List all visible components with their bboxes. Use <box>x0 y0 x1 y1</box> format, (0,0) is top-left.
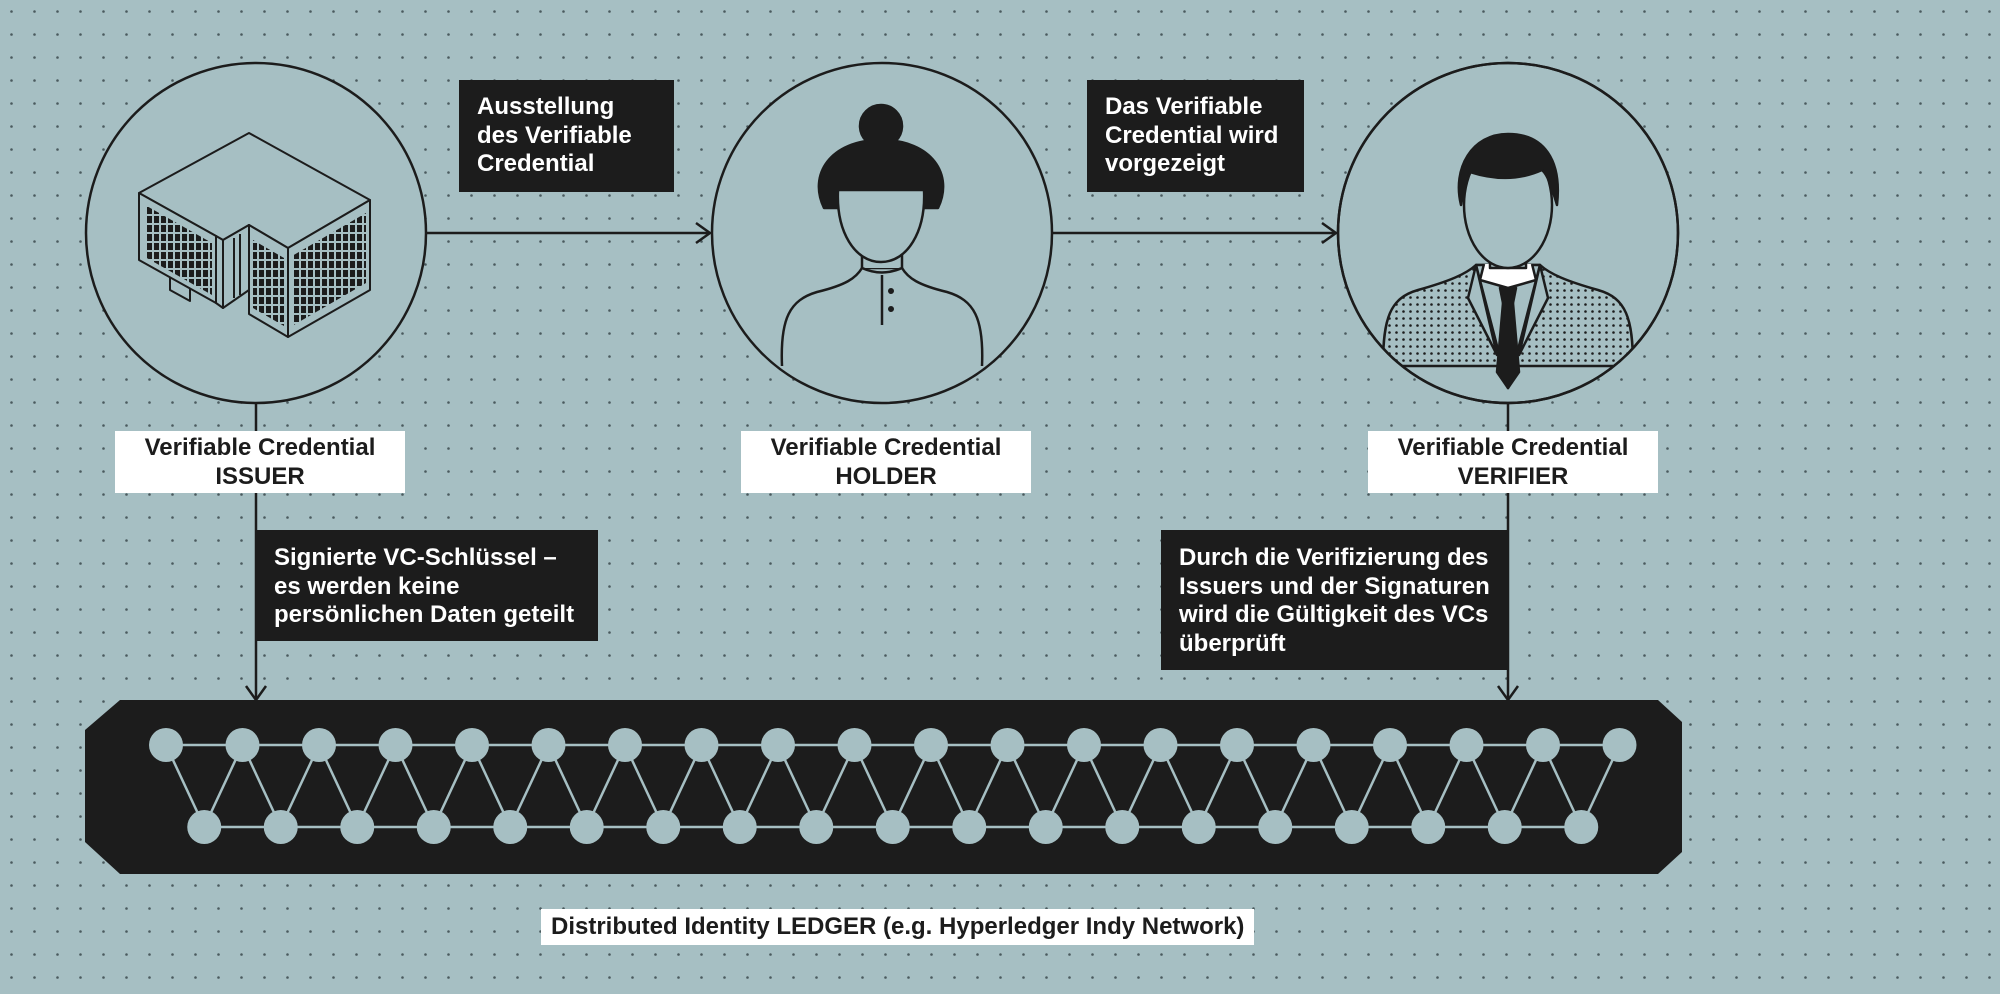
ledger-node-bottom <box>1564 810 1599 844</box>
ledger-label: Distributed Identity LEDGER (e.g. Hyperl… <box>541 909 1255 945</box>
verifier-ledger-note-line-1: Durch die Verifizierung des <box>1179 544 1489 571</box>
ledger-node-top <box>1449 728 1484 762</box>
ledger-node-bottom <box>952 810 987 844</box>
verifier-ledger-note-line-2: Issuers und der Signaturen <box>1179 572 1490 600</box>
ledger-node-top <box>608 728 642 762</box>
ledger-node-bottom <box>1028 810 1063 844</box>
presentation-note-line-2: Credential wird <box>1105 121 1279 149</box>
issuer-ledger-note: Signierte VC-Schlüssel – es werden keine… <box>256 530 598 641</box>
issuer-label-title: Verifiable Credential <box>144 434 376 461</box>
ledger-node-top <box>531 728 566 762</box>
ledger-node-bottom <box>263 810 298 844</box>
ledger-node-top <box>684 728 719 762</box>
holder-label-role: HOLDER <box>835 463 937 490</box>
ledger-node-bottom <box>493 810 528 844</box>
ledger-node-bottom <box>722 810 757 844</box>
ledger-node-top <box>761 728 795 762</box>
ledger-node-bottom <box>187 810 222 844</box>
ledger-node-top <box>1220 728 1254 762</box>
ledger-node-bottom <box>1334 810 1369 844</box>
ledger-node-bottom <box>799 810 834 844</box>
ledger-nodes <box>149 728 1637 844</box>
ledger-node-bottom <box>1258 810 1293 844</box>
presentation-note-line-1: Das Verifiable <box>1105 93 1263 120</box>
ledger-node-top <box>455 728 489 762</box>
ledger-node-top <box>1067 728 1101 762</box>
issuer-holder-arrowhead <box>695 221 713 245</box>
holder-verifier-arrowhead <box>1321 221 1339 245</box>
ledger-node-top <box>149 728 183 762</box>
holder-node <box>710 61 1054 405</box>
issuer-ledger-note-line-3: persönlichen Daten geteilt <box>274 601 575 628</box>
ledger-node-top <box>837 728 872 762</box>
ledger-node-top <box>302 728 336 762</box>
verifier-label: Verifiable Credential VERIFIER <box>1368 431 1658 493</box>
issuer-ledger-note-line-1: Signierte VC-Schlüssel – <box>274 544 557 571</box>
presentation-note-line-3: vorgezeigt <box>1105 150 1226 177</box>
ledger-network <box>85 700 1682 874</box>
ledger-node-top <box>1373 728 1407 762</box>
businessman-avatar-icon <box>1381 132 1635 390</box>
issuance-note-line-2: des Verifiable <box>477 121 632 149</box>
ledger-node-bottom <box>416 810 451 844</box>
ledger-node-top <box>1526 728 1560 762</box>
issuance-note-line-3: Credential <box>477 150 595 177</box>
ledger-node-top <box>225 728 260 762</box>
verifier-ledger-note-line-3: wird die Gültigkeit des VCs <box>1179 601 1489 628</box>
verifier-label-role: VERIFIER <box>1457 463 1569 490</box>
presentation-note: Das Verifiable Credential wird vorgezeig… <box>1087 80 1304 192</box>
woman-avatar-icon <box>780 103 984 367</box>
issuer-node <box>84 61 428 405</box>
ledger-node-bottom <box>1105 810 1140 844</box>
issuer-ledger-note-line-2: es werden keine <box>274 572 460 600</box>
verifier-ledger-note: Durch die Verifizierung des Issuers und … <box>1161 530 1508 670</box>
ledger-node-bottom <box>1181 810 1216 844</box>
holder-label-title: Verifiable Credential <box>770 434 1002 461</box>
issuance-note-line-1: Ausstellung <box>477 93 615 120</box>
issuer-label-role: ISSUER <box>215 463 305 490</box>
verifier-ledger-note-line-4: überprüft <box>1179 629 1286 657</box>
ledger-node-top <box>1143 728 1178 762</box>
verifier-label-title: Verifiable Credential <box>1397 434 1629 461</box>
ledger-node-bottom <box>569 810 604 844</box>
ledger-node-bottom <box>646 810 681 844</box>
ledger-node-top <box>378 728 413 762</box>
ledger-node-bottom <box>1487 810 1522 844</box>
holder-label: Verifiable Credential HOLDER <box>741 431 1031 493</box>
ledger-node-top <box>914 728 948 762</box>
ledger-node-bottom <box>340 810 375 844</box>
ledger-node-bottom <box>1411 810 1446 844</box>
issuance-note: Ausstellung des Verifiable Credential <box>459 80 674 192</box>
office-building-icon <box>138 132 371 338</box>
issuer-label: Verifiable Credential ISSUER <box>115 431 405 493</box>
ledger-bar <box>85 700 1682 874</box>
ledger-node-top <box>990 728 1025 762</box>
ledger-node-top <box>1602 728 1637 762</box>
verifier-node <box>1336 61 1680 405</box>
ledger-node-top <box>1296 728 1331 762</box>
ledger-node-bottom <box>875 810 910 844</box>
